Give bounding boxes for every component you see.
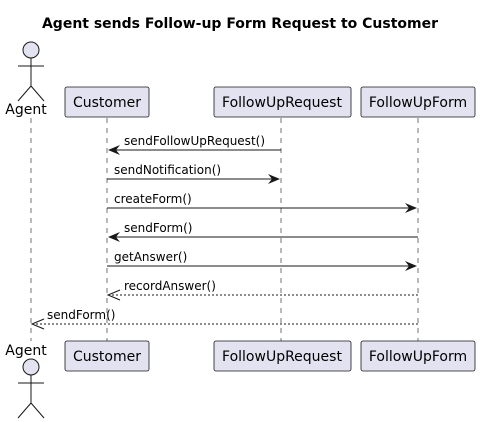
participant-followuprequest-top: FollowUpRequest	[213, 86, 352, 118]
diagram-title: Agent sends Follow-up Form Request to Cu…	[42, 16, 438, 32]
message-1-label: sendFollowUpRequest()	[124, 134, 265, 148]
message-4: sendForm()	[108, 221, 418, 242]
message-3: createForm()	[107, 192, 417, 213]
actor-agent-label-bottom: Agent	[5, 343, 47, 359]
actor-agent-label-top: Agent	[5, 102, 47, 118]
participant-customer-label-bottom: Customer	[73, 349, 141, 365]
message-1: sendFollowUpRequest()	[108, 134, 281, 155]
participant-followupform-bottom: FollowUpForm	[360, 340, 476, 372]
actor-agent-bottom: Agent	[5, 343, 47, 419]
message-5-label: getAnswer()	[114, 250, 187, 264]
message-3-label: createForm()	[114, 192, 192, 206]
participant-followupform-label-top: FollowUpForm	[369, 95, 467, 111]
message-2: sendNotification()	[107, 163, 280, 184]
participant-followuprequest-label-bottom: FollowUpRequest	[222, 349, 342, 365]
message-4-label: sendForm()	[124, 221, 192, 235]
message-7: sendForm()	[30, 308, 418, 330]
participant-followuprequest-bottom: FollowUpRequest	[213, 340, 352, 372]
participant-customer-top: Customer	[64, 86, 150, 118]
actor-agent-top: Agent	[5, 41, 47, 118]
participant-customer-bottom: Customer	[64, 340, 150, 372]
participant-followupform-label-bottom: FollowUpForm	[369, 349, 467, 365]
participant-followuprequest-label-top: FollowUpRequest	[222, 95, 342, 111]
participant-customer-label-top: Customer	[73, 95, 141, 111]
message-6: recordAnswer()	[106, 279, 418, 301]
message-7-label: sendForm()	[47, 308, 115, 322]
participant-followupform-top: FollowUpForm	[360, 86, 476, 118]
message-5: getAnswer()	[107, 250, 417, 271]
message-6-label: recordAnswer()	[124, 279, 216, 293]
message-2-label: sendNotification()	[114, 163, 221, 177]
